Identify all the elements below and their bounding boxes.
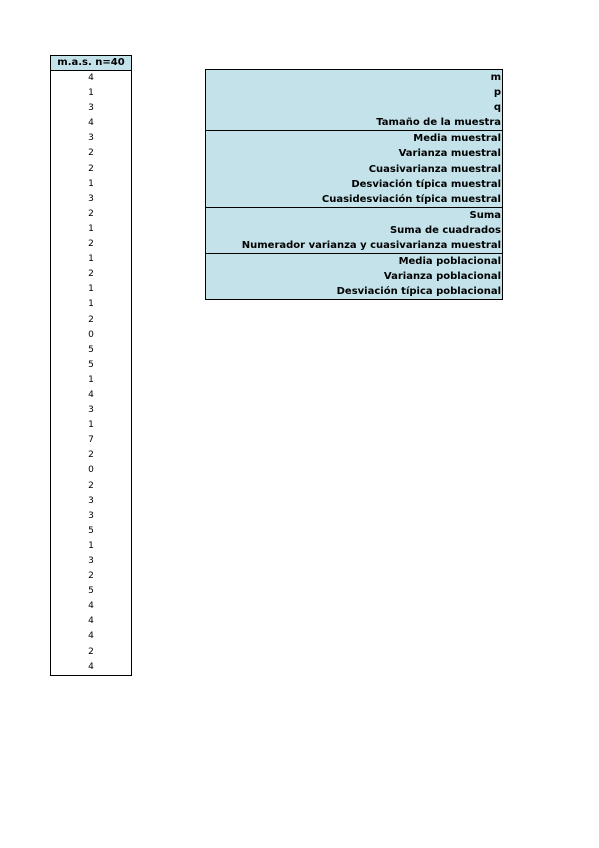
sample-value-cell[interactable]: 3 (88, 103, 94, 114)
sample-value-cell[interactable]: 1 (88, 284, 94, 295)
statistic-label-cell[interactable]: Desviación típica muestral (351, 178, 501, 190)
sample-value-cell[interactable]: 1 (88, 374, 94, 385)
sample-values: 4 1 3 4 3 2 2 1 3 2 1 2 1 2 1 1 2 0 5 5 1 4 3 1 7 2 0 2 3 3 5 1 3 2 5 4 4 4 2 4 (51, 71, 131, 675)
statistic-label-cell[interactable]: Media muestral (413, 133, 501, 145)
sample-value-cell[interactable]: 2 (88, 450, 94, 461)
statistic-label-cell[interactable]: Varianza poblacional (383, 271, 501, 283)
sample-column: m.a.s. n=40 4 1 3 4 3 2 2 1 3 2 1 2 1 2 1 1 2 0 5 5 1 4 3 1 7 2 0 2… (50, 55, 132, 676)
sample-value-cell[interactable]: 4 (88, 601, 94, 612)
sample-value-cell[interactable]: 1 (88, 540, 94, 551)
sample-value-cell[interactable]: 4 (88, 616, 94, 627)
sample-value-cell[interactable]: 1 (88, 223, 94, 234)
sample-value-cell[interactable]: 7 (88, 435, 94, 446)
sample-value-cell[interactable]: 2 (88, 571, 94, 582)
sample-value-cell[interactable]: 0 (88, 329, 94, 340)
sample-value-cell[interactable]: 2 (88, 646, 94, 657)
sample-value-cell[interactable]: 1 (88, 88, 94, 99)
sample-value-cell[interactable]: 5 (88, 359, 94, 370)
statistic-label-cell[interactable]: Numerador varianza y cuasivarianza muest… (241, 240, 501, 252)
sample-value-cell[interactable]: 1 (88, 299, 94, 310)
sample-value-cell[interactable]: 1 (88, 178, 94, 189)
statistic-label-cell[interactable]: q (493, 102, 501, 114)
sample-value-cell[interactable]: 3 (88, 556, 94, 566)
sample-value-cell[interactable]: 5 (88, 344, 94, 355)
sample-value-cell[interactable]: 2 (88, 148, 94, 159)
sample-value-cell[interactable]: 1 (88, 254, 94, 265)
sample-value-cell[interactable]: 3 (88, 405, 94, 416)
statistic-label-cell[interactable]: Tamaño de la muestra (376, 117, 501, 129)
sample-value-cell[interactable]: 3 (88, 510, 94, 521)
sample-value-cell[interactable]: 2 (88, 163, 94, 174)
sample-value-cell[interactable]: 2 (88, 269, 94, 280)
statistic-label-cell[interactable]: Varianza muestral (398, 148, 501, 160)
sample-value-cell[interactable]: 2 (88, 314, 94, 325)
sample-value-cell[interactable]: 3 (88, 495, 94, 506)
sample-value-cell[interactable]: 2 (88, 239, 94, 250)
sample-value-cell[interactable]: 2 (88, 480, 94, 491)
statistic-label-cell[interactable]: Cuasidesviación típica muestral (321, 193, 501, 205)
sample-value-cell[interactable]: 5 (88, 525, 94, 536)
statistic-label-cell[interactable]: p (493, 87, 501, 99)
statistic-label-cell[interactable]: Media poblacional (398, 256, 501, 268)
sample-value-cell[interactable]: 2 (88, 208, 94, 219)
sample-value-cell[interactable]: 4 (88, 661, 94, 672)
sample-value-cell[interactable]: 4 (88, 389, 94, 400)
sample-value-cell[interactable]: 1 (88, 420, 94, 431)
statistic-label-cell[interactable]: m (490, 72, 501, 83)
sample-value-cell[interactable]: 5 (88, 586, 94, 597)
sample-value-cell[interactable]: 0 (88, 465, 94, 476)
sample-value-cell[interactable]: 4 (88, 631, 94, 642)
sample-header[interactable]: m.a.s. n=40 (51, 56, 131, 71)
sample-value-cell[interactable]: 3 (88, 193, 94, 204)
sample-value-cell[interactable]: 3 (88, 133, 94, 144)
sample-value-cell[interactable]: 4 (88, 118, 94, 129)
sample-value-cell[interactable]: 4 (88, 73, 94, 83)
statistic-label-cell[interactable]: Suma (469, 209, 502, 221)
statistic-label-cell[interactable]: Cuasivarianza muestral (368, 163, 501, 175)
statistic-label-cell[interactable]: Suma de cuadrados (389, 224, 501, 236)
statistic-label-cell[interactable]: Desviación típica poblacional (336, 286, 501, 298)
